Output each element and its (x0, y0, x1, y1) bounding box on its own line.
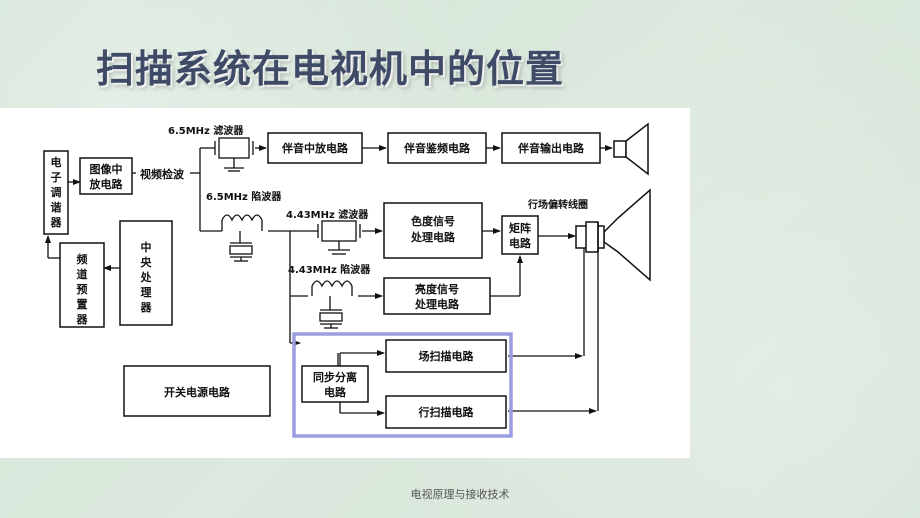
luma-label-2: 处理电路 (414, 297, 460, 311)
filter-65-symbol (214, 137, 254, 172)
crt-tube-icon (575, 188, 651, 282)
trap-65-symbol (221, 214, 263, 262)
svg-text:频: 频 (77, 252, 88, 266)
svg-text:中: 中 (141, 240, 152, 254)
trap-65-label: 6.5MHz 陷波器 (206, 190, 282, 203)
block-line-scan (385, 395, 507, 429)
band-preset-label: 频 道 预 置 器 (76, 252, 89, 326)
filter-65-label: 6.5MHz 滤波器 (168, 124, 244, 137)
block-band-preset (59, 242, 105, 328)
block-sync-sep (301, 365, 369, 403)
video-detect-label: 视频检波 (140, 167, 185, 181)
speaker-icon (613, 122, 649, 176)
matrix-label-2: 电路 (509, 236, 532, 250)
svg-text:调: 调 (51, 185, 62, 199)
if-amp-label-1: 图像中 (90, 162, 123, 176)
filter-443-label: 4.43MHz 滤波器 (286, 208, 369, 221)
block-power (123, 365, 271, 417)
field-scan-label: 场扫描电路 (419, 349, 475, 363)
block-cpu (119, 220, 173, 326)
svg-text:器: 器 (50, 216, 63, 229)
chroma-label-2: 处理电路 (410, 230, 456, 244)
diagram-svg: 电 子 调 谐 器 图像中 放电路 视频检波 频 道 预 置 器 中 央 处 理… (43, 122, 651, 438)
svg-text:道: 道 (77, 267, 88, 281)
filter-443-symbol (317, 220, 361, 255)
svg-text:器: 器 (140, 301, 153, 314)
svg-text:电: 电 (51, 155, 62, 169)
svg-text:子: 子 (51, 171, 62, 184)
slide-footer: 电视原理与接收技术 (410, 488, 510, 501)
block-chroma (383, 202, 483, 259)
sync-label-2: 电路 (324, 385, 347, 399)
svg-text:处: 处 (140, 270, 153, 284)
svg-text:器: 器 (76, 313, 89, 326)
cpu-label: 中 央 处 理 器 (140, 240, 153, 314)
chroma-label-1: 色度信号 (411, 214, 455, 228)
block-field-scan (385, 339, 507, 373)
tv-block-diagram: 电 子 调 谐 器 图像中 放电路 视频检波 频 道 预 置 器 中 央 处 理… (0, 108, 690, 458)
block-tuner (43, 150, 69, 235)
svg-text:理: 理 (141, 286, 152, 299)
scan-section-highlight (292, 332, 513, 438)
power-label: 开关电源电路 (164, 385, 231, 399)
block-luma (383, 277, 491, 315)
yoke-label: 行场偏转线圈 (527, 198, 588, 211)
svg-text:预: 预 (77, 282, 88, 296)
block-sound-if (267, 132, 363, 164)
sound-if-label: 伴音中放电路 (281, 141, 349, 155)
block-if-amp (79, 157, 133, 195)
matrix-label-1: 矩阵 (509, 221, 531, 235)
trap-443-label: 4.43MHz 陷波器 (288, 263, 371, 276)
if-amp-label-2: 放电路 (89, 177, 124, 191)
sound-fm-label: 伴音鉴频电路 (403, 141, 471, 155)
line-scan-label: 行扫描电路 (418, 405, 475, 419)
block-sound-out (501, 132, 601, 164)
luma-label-1: 亮度信号 (415, 282, 459, 296)
block-matrix (501, 215, 539, 255)
svg-text:央: 央 (141, 255, 153, 269)
svg-text:谐: 谐 (51, 200, 62, 214)
tuner-label: 电 子 调 谐 器 (50, 155, 63, 229)
slide-title: 扫描系统在电视机中的位置 (96, 47, 565, 91)
block-sound-fm (387, 132, 487, 164)
sync-label-1: 同步分离 (313, 370, 357, 384)
sound-out-label: 伴音输出电路 (517, 141, 585, 155)
svg-text:置: 置 (77, 298, 88, 311)
trap-443-symbol (311, 280, 353, 329)
